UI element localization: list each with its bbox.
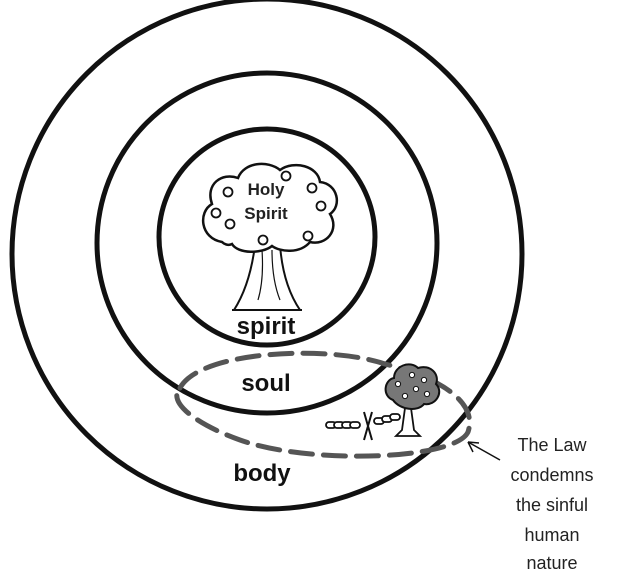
pointer-arrow-icon [468, 442, 500, 460]
tree-label-line2: Spirit [244, 204, 288, 223]
broken-chain-icon [326, 412, 400, 440]
soul-label: soul [241, 370, 290, 397]
spirit-label: spirit [237, 313, 296, 340]
annotation-line-4: human [524, 525, 579, 545]
body-label: body [233, 460, 291, 487]
annotation-line-1: The Law [517, 435, 587, 455]
tree-label-line1: Holy [248, 180, 285, 199]
annotation-line-2: condemns [510, 465, 593, 485]
sinful-nature-tree-icon [386, 364, 440, 436]
annotation-line-5: nature [526, 553, 577, 573]
annotation-line-3: the sinful [516, 495, 588, 515]
